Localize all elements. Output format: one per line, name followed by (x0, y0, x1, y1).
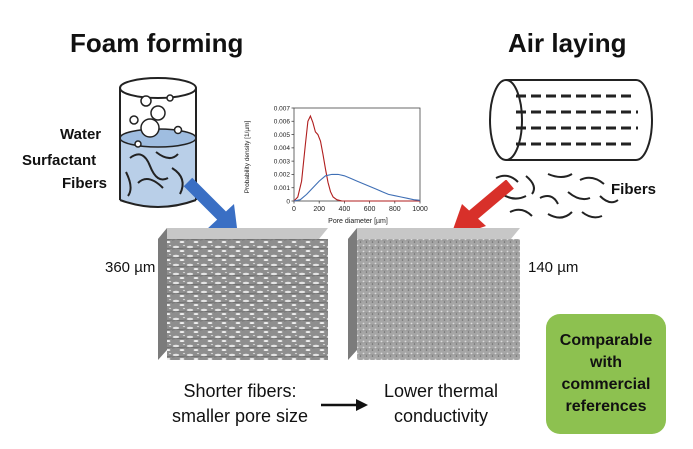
thickness-air: 140 µm (528, 259, 579, 276)
label-surfactant: Surfactant (22, 152, 97, 169)
foam-forming-title: Foam forming (70, 28, 244, 58)
caption-thermal-line2: conductivity (393, 406, 489, 426)
badge-line2: with (590, 354, 622, 371)
right-arrow-icon (321, 399, 368, 411)
comparable-badge: Comparable with commercial references (546, 314, 666, 434)
chart-xtick-label: 600 (364, 206, 376, 213)
chart-xtick-label: 200 (313, 206, 325, 213)
air-laying-title: Air laying (508, 28, 627, 58)
caption-pore-size: Shorter fibers: smaller pore size (150, 379, 330, 429)
chart-ylabel: Probability density [1/µm] (244, 120, 251, 193)
caption-thermal: Lower thermal conductivity (366, 379, 516, 429)
label-fibers-left: Fibers (62, 175, 108, 192)
chart-ytick-label: 0.006 (274, 119, 291, 126)
foam-beaker-illustration (119, 77, 197, 208)
badge-line3: commercial (561, 376, 651, 393)
chart-ytick-label: 0.003 (274, 158, 291, 165)
chart-xlabel: Pore diameter [µm] (328, 218, 388, 225)
pore-size-chart: Probability density [1/µm] Pore diameter… (244, 105, 428, 225)
air-laying-roll-illustration (489, 79, 653, 161)
chart-xtick-label: 400 (339, 206, 351, 213)
chart-series-red-line (293, 114, 420, 202)
caption-pore-size-line1: Shorter fibers: (183, 381, 297, 401)
label-fibers-right: Fibers (611, 181, 657, 198)
chart-ytick-label: 0.001 (274, 185, 291, 192)
chart-xtick-label: 800 (389, 206, 401, 213)
caption-thermal-line1: Lower thermal (383, 381, 499, 401)
chart-ytick-label: 0.004 (274, 145, 291, 152)
chart-series-blue-line (293, 173, 421, 202)
chart-xtick-label: 1000 (412, 206, 428, 213)
badge-line1: Comparable (559, 332, 653, 349)
thickness-foam: 360 µm (105, 259, 156, 276)
chart-ytick-label: 0.007 (274, 105, 291, 112)
chart-ytick-label: 0.002 (274, 172, 291, 179)
foam-formed-sample-block (158, 228, 328, 360)
chart-xtick-label: 0 (292, 206, 296, 213)
falling-fibers-illustration (495, 173, 619, 219)
label-water: Water (60, 126, 102, 143)
caption-pore-size-line2: smaller pore size (171, 406, 309, 426)
chart-ytick-label: 0.005 (274, 132, 291, 139)
air-laid-sample-block (348, 228, 520, 360)
chart-ytick-label: 0 (286, 198, 290, 205)
badge-line4: references (565, 398, 647, 415)
